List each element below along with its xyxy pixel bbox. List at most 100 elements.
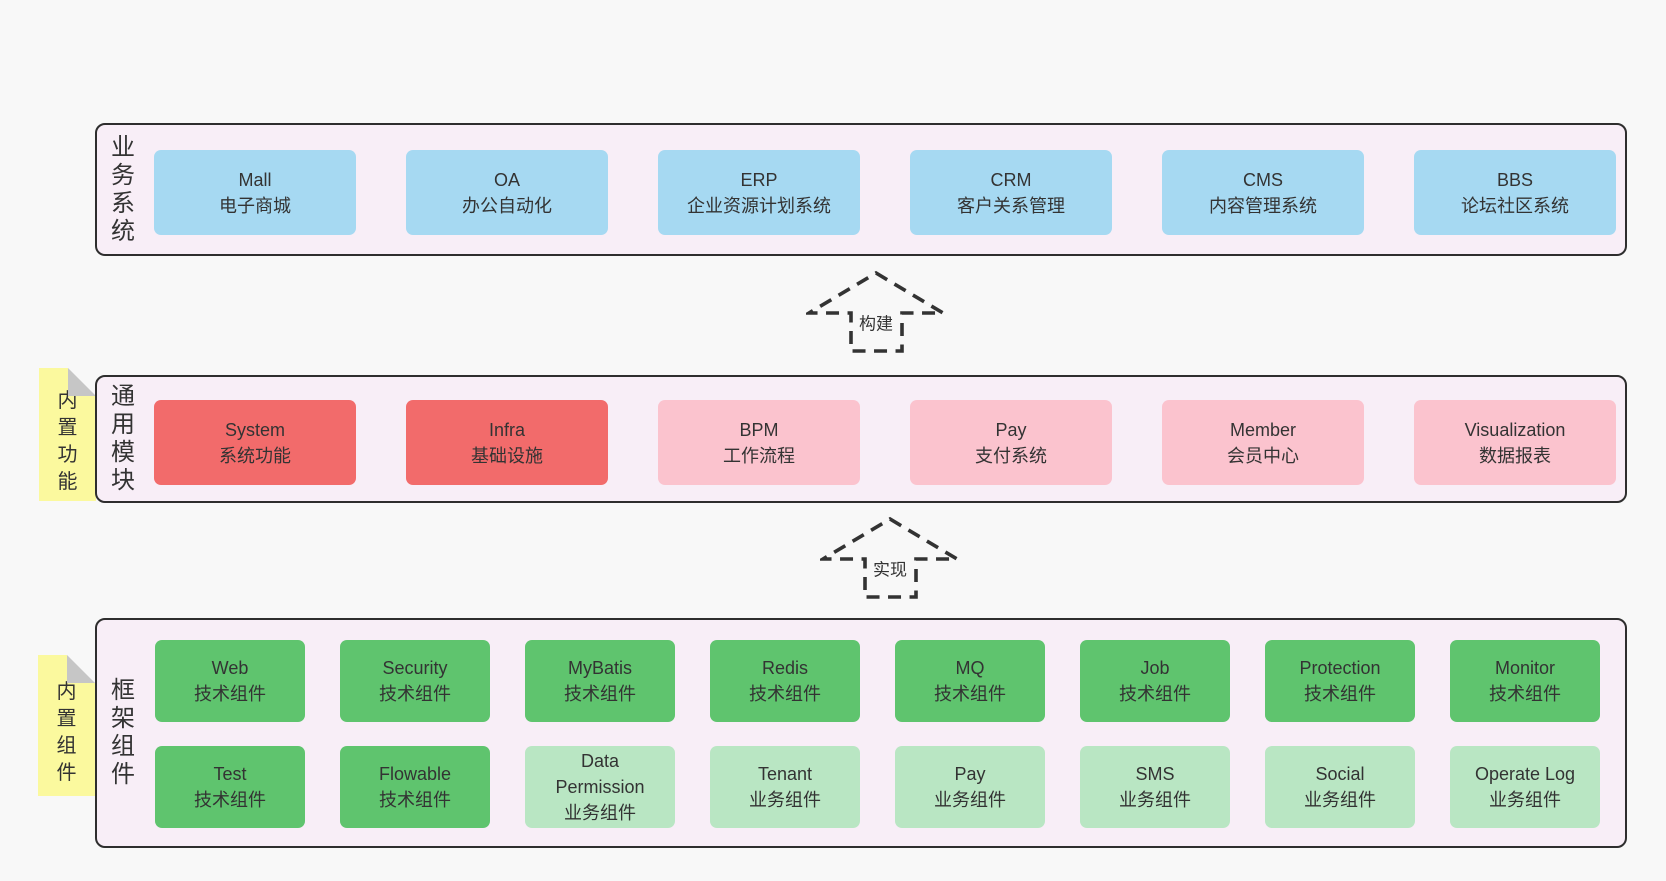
box-security: Security 技术组件 [340,640,490,722]
box-name: Web [211,658,249,678]
box-name: MQ [955,658,985,678]
box-desc: 客户关系管理 [957,195,1065,216]
box-name: Tenant [757,764,813,784]
box-desc: 技术组件 [1304,684,1376,704]
box-system: System 系统功能 [154,400,356,485]
box-crm: CRM 客户关系管理 [910,150,1112,235]
box-name: ERP [740,169,778,190]
box-bpm: BPM 工作流程 [658,400,860,485]
box-pay-component: Pay 业务组件 [895,746,1045,828]
box-name: Security [382,658,448,678]
section-label: 框架组件 [111,677,135,788]
box-name: Monitor [1494,658,1556,678]
box-oa: OA 办公自动化 [406,150,608,235]
box-redis: Redis 技术组件 [710,640,860,722]
build-arrow: 构建 [806,270,946,354]
box-visualization: Visualization 数据报表 [1414,400,1616,485]
box-protection: Protection 技术组件 [1265,640,1415,722]
framework-row-1: Web 技术组件 Security 技术组件 MyBatis 技术组件 Redi… [155,640,1600,722]
box-flowable: Flowable 技术组件 [340,746,490,828]
business-box-row: Mall 电子商城 OA 办公自动化 ERP 企业资源计划系统 CRM 客户关系… [154,150,1616,235]
box-name: Job [1140,658,1170,678]
box-desc: 数据报表 [1479,445,1551,466]
box-desc: 电子商城 [219,195,291,216]
box-erp: ERP 企业资源计划系统 [658,150,860,235]
box-name: Visualization [1464,419,1566,440]
framework-row-2: Test 技术组件 Flowable 技术组件 Data Permission … [155,746,1600,828]
box-desc: 工作流程 [723,445,795,466]
section-business-systems: 业务系统 Mall 电子商城 OA 办公自动化 ERP 企业资源计划系统 CRM… [95,123,1627,256]
box-mybatis: MyBatis 技术组件 [525,640,675,722]
built-in-features-note: 内置功能 [39,368,96,501]
box-infra: Infra 基础设施 [406,400,608,485]
dashed-up-arrow-icon [806,270,946,353]
box-name: CMS [1243,169,1283,190]
box-name: BBS [1496,169,1534,190]
box-member: Member 会员中心 [1162,400,1364,485]
arrow-label: 构建 [855,308,897,336]
box-web: Web 技术组件 [155,640,305,722]
box-desc: 技术组件 [1119,684,1191,704]
note-text: 内置功能 [57,389,78,493]
box-cms: CMS 内容管理系统 [1162,150,1364,235]
box-desc: 支付系统 [975,445,1047,466]
box-name: OA [493,169,520,190]
box-desc: 系统功能 [219,445,291,466]
box-name: SMS [1135,764,1175,784]
section-label: 通用模块 [111,383,135,494]
box-name: MyBatis [567,658,632,678]
box-name: Data Permission [555,751,645,797]
box-desc: 业务组件 [1489,790,1561,810]
box-desc: 技术组件 [194,790,266,810]
section-label: 业务系统 [111,133,135,245]
arrow-label: 实现 [869,554,911,582]
box-social: Social 业务组件 [1265,746,1415,828]
box-bbs: BBS 论坛社区系统 [1414,150,1616,235]
box-desc: 技术组件 [1489,684,1561,704]
box-desc: 技术组件 [379,790,451,810]
box-desc: 办公自动化 [462,195,552,216]
box-name: Infra [488,419,526,440]
box-operate-log: Operate Log 业务组件 [1450,746,1600,828]
box-desc: 技术组件 [379,684,451,704]
modules-box-row: System 系统功能 Infra 基础设施 BPM 工作流程 Pay 支付系统… [154,400,1616,485]
box-desc: 会员中心 [1227,445,1299,466]
box-desc: 业务组件 [749,790,821,810]
box-test: Test 技术组件 [155,746,305,828]
box-desc: 业务组件 [934,790,1006,810]
box-name: Test [213,764,247,784]
box-data-permission: Data Permission 业务组件 [525,746,675,828]
box-desc: 业务组件 [1119,790,1191,810]
section-common-modules: 通用模块 System 系统功能 Infra 基础设施 BPM 工作流程 Pay… [95,375,1627,503]
box-desc: 技术组件 [749,684,821,704]
box-pay-module: Pay 支付系统 [910,400,1112,485]
box-name: Protection [1299,658,1381,678]
box-name: Operate Log [1474,764,1576,784]
box-desc: 企业资源计划系统 [687,195,831,216]
box-mq: MQ 技术组件 [895,640,1045,722]
box-name: Pay [954,764,986,784]
dashed-up-arrow-icon [820,516,960,599]
box-name: Flowable [378,764,452,784]
box-name: System [224,419,285,440]
box-tenant: Tenant 业务组件 [710,746,860,828]
box-desc: 技术组件 [564,684,636,704]
section-framework-components: 框架组件 Web 技术组件 Security 技术组件 MyBatis 技术组件… [95,618,1627,848]
implement-arrow: 实现 [820,516,960,600]
box-desc: 基础设施 [471,445,543,466]
box-desc: 内容管理系统 [1209,195,1317,216]
box-name: Mall [238,169,272,190]
box-desc: 论坛社区系统 [1461,195,1569,216]
built-in-components-note: 内置组件 [38,655,95,796]
box-name: Redis [761,658,809,678]
box-name: Pay [995,419,1027,440]
box-name: BPM [739,419,779,440]
box-name: Social [1315,764,1365,784]
box-desc: 业务组件 [1304,790,1376,810]
box-desc: 业务组件 [564,803,636,823]
box-desc: 技术组件 [194,684,266,704]
box-job: Job 技术组件 [1080,640,1230,722]
box-sms: SMS 业务组件 [1080,746,1230,828]
box-desc: 技术组件 [934,684,1006,704]
box-monitor: Monitor 技术组件 [1450,640,1600,722]
